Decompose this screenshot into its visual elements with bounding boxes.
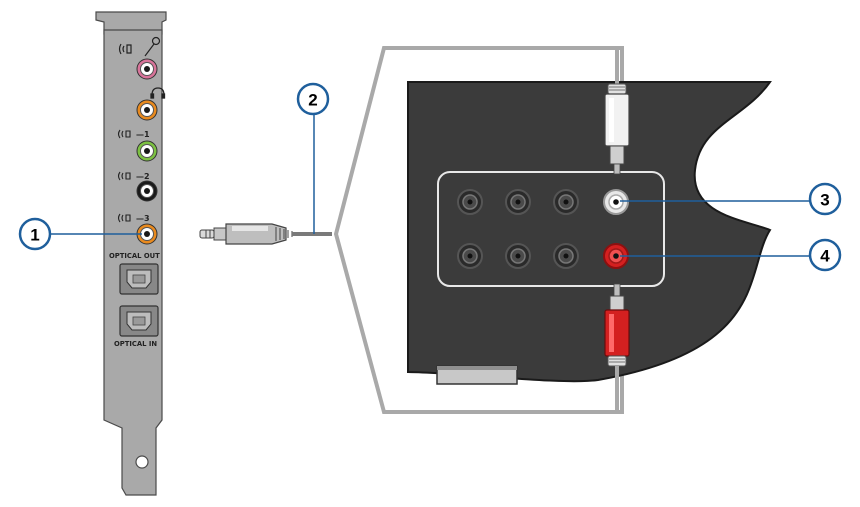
jack-green	[136, 140, 158, 162]
bracket-hole	[135, 455, 149, 469]
speaker-icon	[117, 213, 131, 223]
jack-label-3: —3	[136, 214, 150, 223]
rca-jack-red	[603, 243, 629, 269]
rca-jack-grey	[553, 189, 579, 215]
speaker-icon	[117, 171, 131, 181]
rca-jack-grey	[505, 243, 531, 269]
rca-connector-panel	[437, 171, 665, 287]
speaker-mic-icon	[118, 36, 161, 57]
jack-orange-2	[136, 223, 158, 245]
rca-jack-white	[603, 189, 629, 215]
rca-jack-grey	[457, 189, 483, 215]
rca-jack-grey	[457, 243, 483, 269]
jack-pink	[136, 58, 158, 80]
optical-out-port	[119, 263, 159, 295]
svg-text:2: 2	[308, 91, 317, 110]
rca-jack-grey	[505, 189, 531, 215]
optical-out-label: OPTICAL OUT	[109, 252, 160, 260]
jack-label-2: —2	[136, 172, 150, 181]
jack-black	[136, 180, 158, 202]
svg-text:3: 3	[820, 191, 829, 210]
optical-in-port	[119, 305, 159, 337]
callout-2: 2	[296, 82, 330, 116]
svg-text:4: 4	[820, 247, 830, 266]
jack-orange-1	[136, 99, 158, 121]
mini-jack-plug	[199, 223, 293, 245]
jack-label-1: —1	[136, 130, 150, 139]
headphones-icon	[150, 87, 166, 99]
callout-3: 3	[808, 182, 842, 216]
device-rear-panel	[407, 81, 772, 385]
callout-1: 1	[18, 217, 52, 251]
speaker-icon	[117, 129, 131, 139]
rca-plug-white	[604, 50, 630, 175]
rca-jack-grey	[553, 243, 579, 269]
rca-plug-red	[604, 283, 630, 412]
callout-4: 4	[808, 238, 842, 272]
optical-in-label: OPTICAL IN	[114, 340, 157, 348]
svg-text:1: 1	[30, 226, 39, 245]
